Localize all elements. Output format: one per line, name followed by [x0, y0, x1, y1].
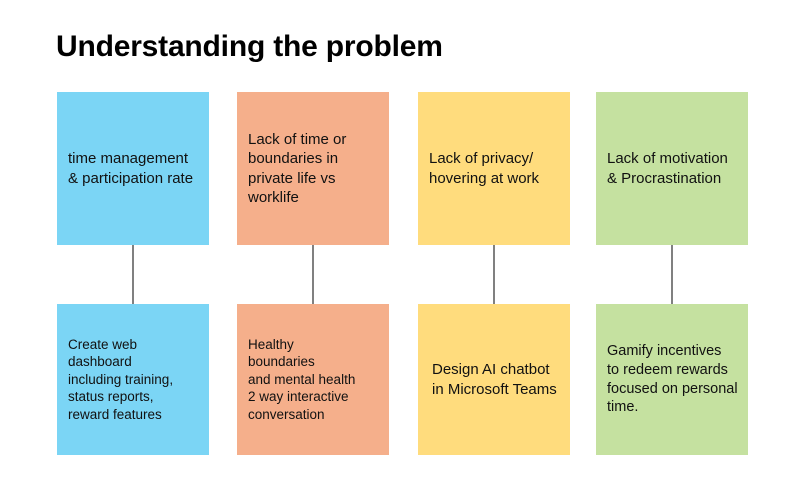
connector-line: [493, 245, 495, 304]
solution-card-work-life-boundaries[interactable]: Healthy boundaries and mental health 2 w…: [237, 304, 389, 455]
solution-card-time-management[interactable]: Create web dashboard including training,…: [57, 304, 209, 455]
problem-column-privacy: Lack of privacy/ hovering at work Design…: [418, 92, 570, 455]
solution-card-text: Design AI chatbot in Microsoft Teams: [432, 361, 557, 398]
connector-line: [671, 245, 673, 304]
problem-card-text: Lack of privacy/ hovering at work: [429, 150, 540, 187]
connector-line: [132, 245, 134, 304]
solution-card-text: Create web dashboard including training,…: [68, 336, 174, 422]
problem-column-motivation: Lack of motivation & Procrastination Gam…: [596, 92, 748, 455]
problem-card-text: Lack of motivation & Procrastination: [607, 150, 728, 187]
problem-card-privacy[interactable]: Lack of privacy/ hovering at work: [418, 92, 570, 245]
solution-card-text: Gamify incentives to redeem rewards focu…: [607, 342, 738, 416]
solution-card-text: Healthy boundaries and mental health 2 w…: [248, 336, 356, 422]
connector-line: [312, 245, 314, 304]
problem-column-time-management: time management & participation rate Cre…: [57, 92, 209, 455]
problem-column-work-life-boundaries: Lack of time or boundaries in private li…: [237, 92, 389, 455]
problem-card-text: time management & participation rate: [68, 150, 194, 187]
page-title: Understanding the problem: [56, 30, 443, 63]
problem-card-time-management[interactable]: time management & participation rate: [57, 92, 209, 245]
solution-card-motivation[interactable]: Gamify incentives to redeem rewards focu…: [596, 304, 748, 455]
solution-card-privacy[interactable]: Design AI chatbot in Microsoft Teams: [418, 304, 570, 455]
problem-card-motivation[interactable]: Lack of motivation & Procrastination: [596, 92, 748, 245]
problem-card-work-life-boundaries[interactable]: Lack of time or boundaries in private li…: [237, 92, 389, 245]
problem-card-text: Lack of time or boundaries in private li…: [248, 130, 347, 207]
